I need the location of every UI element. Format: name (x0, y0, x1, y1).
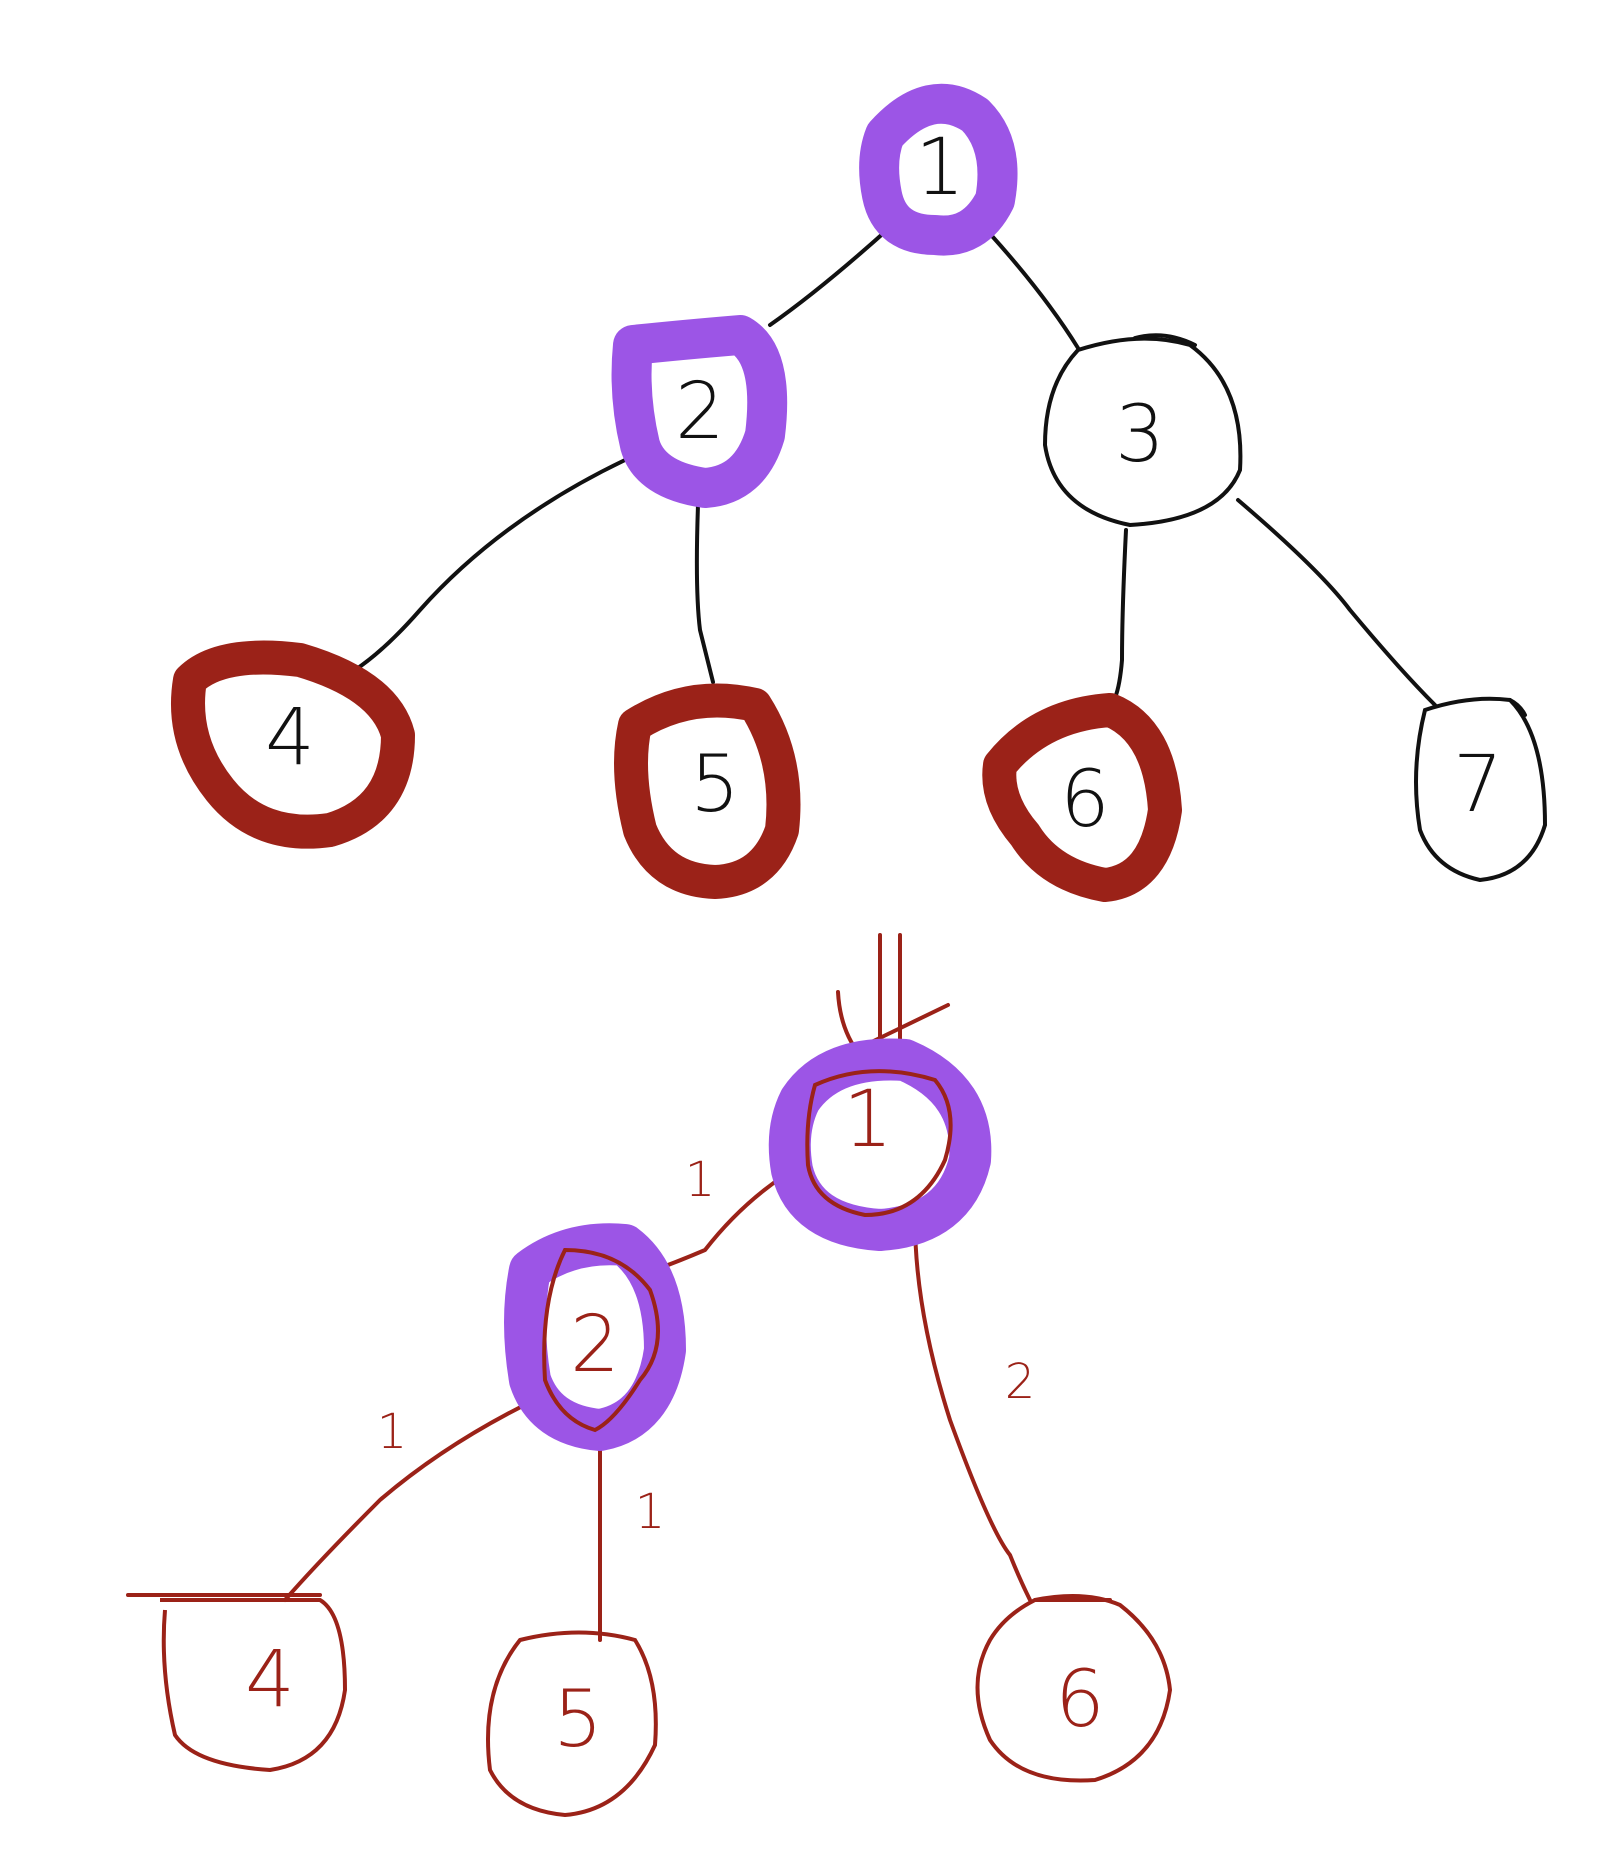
top-node-1: 1 (859, 83, 1018, 256)
bottom-node-2-label: 2 (570, 1300, 620, 1390)
bottom-edge-1-6-weight: 2 (1005, 1354, 1036, 1410)
top-edge-3-7 (1236, 498, 1437, 707)
bottom-edge-2-5-weight: 1 (635, 1484, 666, 1540)
bottom-node-4-label: 4 (245, 1635, 295, 1725)
bottom-node-2-highlight (504, 1223, 686, 1451)
top-node-5-highlight (614, 683, 801, 899)
top-edge-1-3 (990, 234, 1080, 350)
top-node-2-highlight (611, 315, 788, 508)
top-node-6: 6 (982, 693, 1182, 902)
bottom-node-6-outline (975, 1594, 1173, 1783)
bottom-edge-1-2-weight: 1 (685, 1152, 716, 1208)
down-arrow-icon (836, 933, 950, 1057)
top-node-7-label: 7 (1453, 740, 1503, 830)
bottom-node-2: 2 (504, 1223, 686, 1451)
bottom-node-1-outline (805, 1069, 953, 1218)
bottom-node-4-outline (160, 1598, 348, 1773)
top-node-5: 5 (614, 683, 801, 899)
top-node-3-label: 3 (1115, 390, 1165, 480)
bottom-node-2-outline (542, 1247, 660, 1433)
top-node-2: 2 (611, 315, 788, 508)
bottom-edge-1-6 (913, 1218, 1032, 1602)
top-edge-3-6 (1113, 528, 1128, 700)
top-node-4-highlight (171, 640, 415, 849)
top-node-2-label: 2 (675, 367, 725, 457)
top-node-6-highlight (982, 693, 1182, 902)
top-node-7: 7 (1414, 696, 1548, 883)
bottom-node-4: 4 (126, 1593, 348, 1773)
bottom-edge-2-4-weight: 1 (377, 1404, 408, 1460)
bottom-edge-2-4 (283, 1393, 547, 1602)
top-node-4-label: 4 (265, 693, 315, 783)
bottom-node-1: 1 (768, 1038, 992, 1251)
top-node-3-mark (1133, 333, 1197, 347)
top-tree-edges (353, 228, 1437, 707)
top-node-7-mark (1508, 698, 1527, 717)
top-node-3: 3 (1042, 333, 1243, 528)
bottom-node-6-label: 6 (1055, 1655, 1105, 1745)
top-node-5-label: 5 (690, 740, 740, 830)
top-node-6-label: 6 (1060, 755, 1110, 845)
bottom-node-5-label: 5 (553, 1675, 603, 1765)
bottom-node-1-highlight (768, 1038, 992, 1251)
bottom-node-5: 5 (486, 1630, 658, 1818)
top-node-3-outline (1042, 336, 1243, 528)
top-edge-2-5 (694, 503, 715, 684)
top-node-7-outline (1414, 696, 1548, 883)
bottom-node-5-outline (486, 1630, 658, 1818)
top-tree: 1 2 3 4 5 6 (171, 83, 1548, 902)
bottom-node-1-label: 1 (843, 1075, 893, 1165)
top-edge-2-4 (353, 458, 627, 672)
bottom-tree: 1 2 1 1 1 2 4 5 6 (126, 933, 1173, 1818)
top-node-4: 4 (171, 640, 415, 849)
top-edge-1-2 (768, 228, 889, 327)
top-node-1-highlight (859, 83, 1018, 256)
top-node-1-label: 1 (915, 123, 965, 213)
bottom-node-6: 6 (975, 1594, 1173, 1783)
